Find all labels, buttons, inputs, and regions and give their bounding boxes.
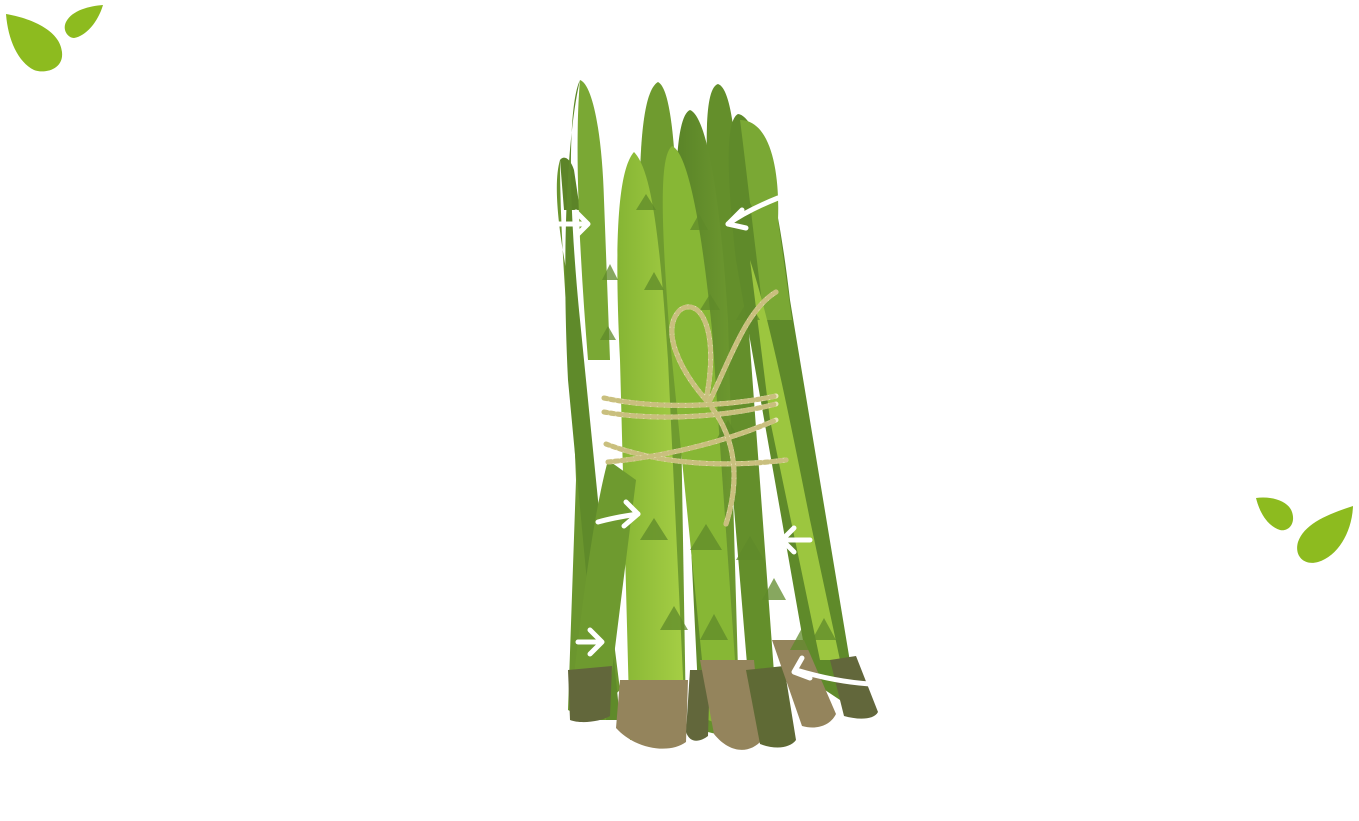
arrow-icon: [575, 627, 605, 657]
asparagus-spear: [728, 114, 858, 710]
stem-bases: [568, 640, 878, 750]
leaves-bottom-right-icon: [1256, 497, 1353, 563]
leaf-icon: [1297, 506, 1353, 563]
asparagus-spear: [750, 260, 840, 660]
leaves-top-left-icon: [6, 5, 103, 72]
asparagus-spear: [662, 146, 740, 732]
arrow-icon: [791, 655, 873, 687]
arrow-icon: [779, 525, 813, 555]
asparagus-bundle: [553, 80, 878, 750]
arrows: [553, 195, 873, 687]
spear-scales: [600, 194, 836, 650]
arrow-icon: [725, 195, 781, 231]
arrow-icon: [553, 209, 591, 239]
leaf-icon: [64, 5, 103, 38]
twine-bow: [601, 289, 789, 527]
asparagus-spear: [706, 84, 776, 700]
asparagus-spear: [570, 460, 636, 720]
leaf-icon: [1256, 497, 1294, 531]
leaf-icon: [6, 14, 63, 72]
arrow-icon: [595, 499, 641, 529]
asparagus-spear: [617, 152, 686, 740]
